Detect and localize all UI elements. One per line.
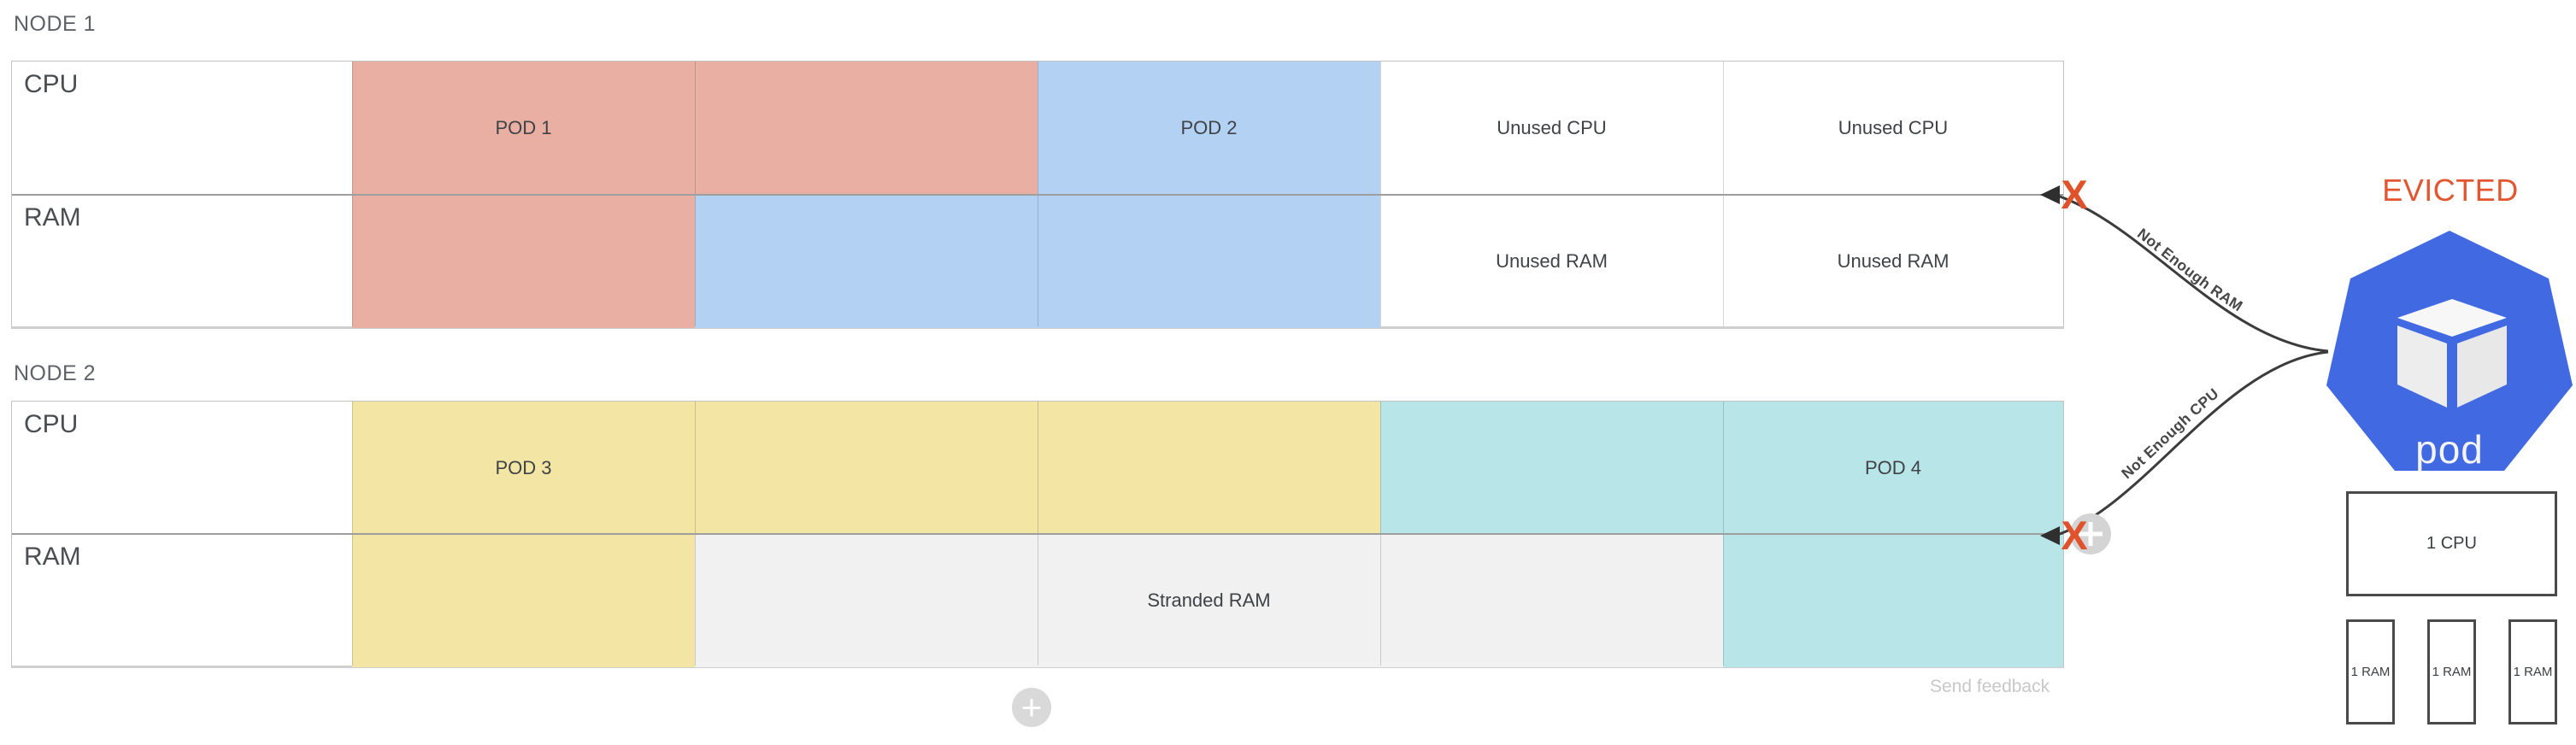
node1-unused-ram-cell: Unused RAM: [1837, 250, 1950, 272]
node2-pod3-cpu-allocation: [352, 402, 1380, 534]
node1-pod1-cpu-allocation: [352, 62, 1038, 195]
node1-title: NODE 1: [14, 12, 97, 36]
svg-text:Not Enough CPU: Not Enough CPU: [2118, 384, 2222, 482]
send-feedback-link[interactable]: Send feedback: [1930, 677, 2050, 696]
evicted-status-label: EVICTED: [2382, 173, 2519, 208]
node1-unused-cpu-cell: Unused CPU: [1838, 117, 1949, 138]
pod2-label: POD 2: [1180, 117, 1238, 138]
kubernetes-pod-heptagon-icon: [2326, 231, 2573, 471]
node1-unused-cpu-cell: Unused CPU: [1497, 117, 1607, 138]
not-enough-cpu-arrow-line: [2054, 350, 2329, 537]
node1-unused-ram-cell: Unused RAM: [1496, 250, 1608, 272]
add-button[interactable]: +: [1012, 688, 1051, 727]
node1-pod2-ram-allocation: [695, 195, 1380, 328]
node1-ram-row-label: RAM: [24, 203, 81, 232]
pod-cpu-requirement-box: 1 CPU: [2346, 491, 2557, 596]
node2-table: CPU RAM POD 3 POD 4 Stranded RAM: [11, 401, 2064, 668]
node2-pod3-ram-allocation: [352, 534, 695, 667]
pod-ram-requirement-box: 1 RAM: [2427, 619, 2476, 724]
cube-top-face-icon: [2397, 299, 2507, 337]
node1-cpu-row-label: CPU: [24, 70, 79, 98]
pod3-label: POD 3: [495, 456, 552, 478]
node2-cpu-row-label: CPU: [24, 410, 79, 438]
not-enough-cpu-label: Not Enough CPU: [2118, 384, 2221, 482]
rejection-x-mark-node2: X: [2061, 513, 2088, 558]
node2-pod4-ram-allocation: [1723, 534, 2063, 667]
pod1-label: POD 1: [495, 117, 552, 138]
not-enough-ram-arrow-line: [2054, 193, 2329, 353]
node1-pod2-cpu-allocation: [1038, 62, 1380, 195]
svg-text:Not Enough RAM: Not Enough RAM: [2134, 225, 2246, 314]
rejection-x-mark-node1: X: [2061, 172, 2088, 217]
stranded-ram-label: Stranded RAM: [1147, 590, 1271, 611]
cube-right-face-icon: [2457, 326, 2507, 408]
pod-ram-requirement-box: 1 RAM: [2508, 619, 2557, 724]
not-enough-ram-label: Not Enough RAM: [2134, 225, 2245, 314]
cpu-ram-divider: [12, 533, 2063, 535]
cpu-ram-divider: [12, 194, 2063, 196]
node1-table: CPU RAM POD 1 POD 2 Unused CPU Unused CP…: [11, 61, 2064, 329]
node2-ram-row-label: RAM: [24, 543, 81, 571]
node1-pod1-ram-allocation: [352, 195, 695, 328]
node2-title: NODE 2: [14, 361, 97, 385]
pod-ram-requirement-box: 1 RAM: [2346, 619, 2395, 724]
pod4-label: POD 4: [1864, 456, 1922, 478]
cube-left-face-icon: [2397, 326, 2447, 408]
plus-icon: +: [1020, 687, 1043, 727]
node2-stranded-ram-region: [695, 534, 1723, 667]
node2-pod4-cpu-allocation: [1380, 402, 2063, 534]
pod-text-label: pod: [2415, 427, 2484, 472]
